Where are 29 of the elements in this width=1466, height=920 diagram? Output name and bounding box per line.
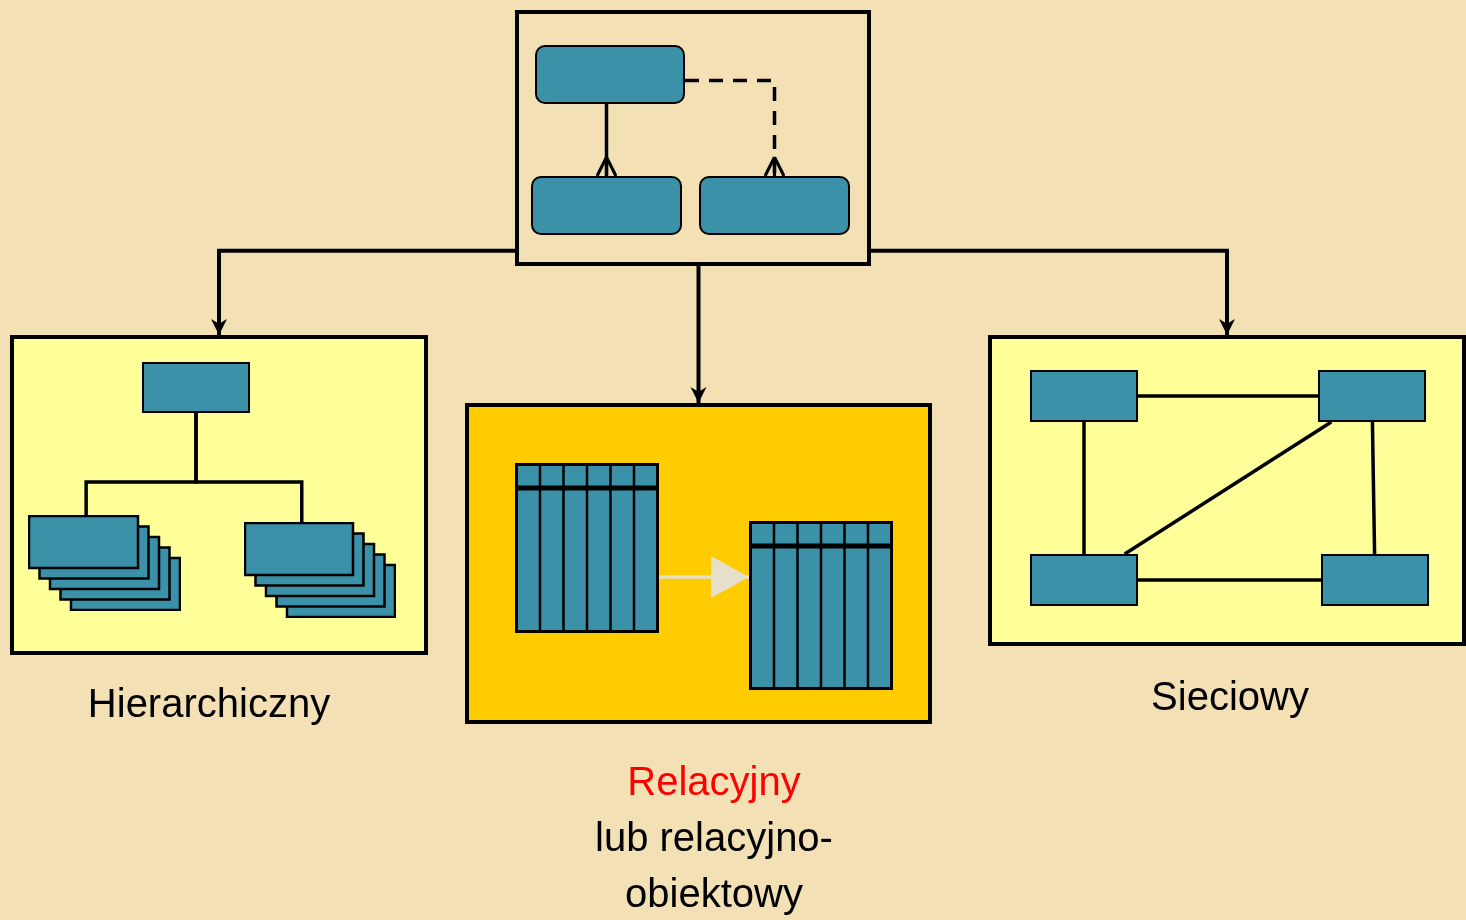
relation-table <box>515 463 659 633</box>
connector-line <box>1370 421 1377 555</box>
model-title: Relacyjny <box>627 758 801 805</box>
model-subtitle: lub relacyjno-obiektowy <box>594 814 834 917</box>
record-stack <box>28 515 181 611</box>
connector-line <box>1138 578 1321 582</box>
arrow <box>871 248 1235 335</box>
relationship-line <box>685 78 786 178</box>
model-frame <box>515 10 871 266</box>
record-box <box>142 362 250 413</box>
entity-box <box>699 176 850 235</box>
record-box <box>1030 554 1138 606</box>
relation-table <box>749 521 893 690</box>
relationship-line <box>595 104 618 178</box>
entity-box <box>531 176 682 235</box>
record-box <box>1318 370 1426 422</box>
arrow <box>659 556 749 598</box>
entity-box <box>535 45 685 104</box>
connector-line <box>1123 420 1333 556</box>
record-stack <box>244 522 396 618</box>
connector-line <box>1082 422 1086 554</box>
arrow <box>211 248 515 335</box>
connector-line <box>1138 394 1318 398</box>
record-box <box>1030 370 1138 422</box>
record-box <box>1321 554 1429 606</box>
connector-line <box>194 413 304 522</box>
arrow <box>690 266 707 403</box>
model-caption: Sieciowy <box>1151 673 1309 720</box>
model-caption: Hierarchiczny <box>87 680 331 727</box>
